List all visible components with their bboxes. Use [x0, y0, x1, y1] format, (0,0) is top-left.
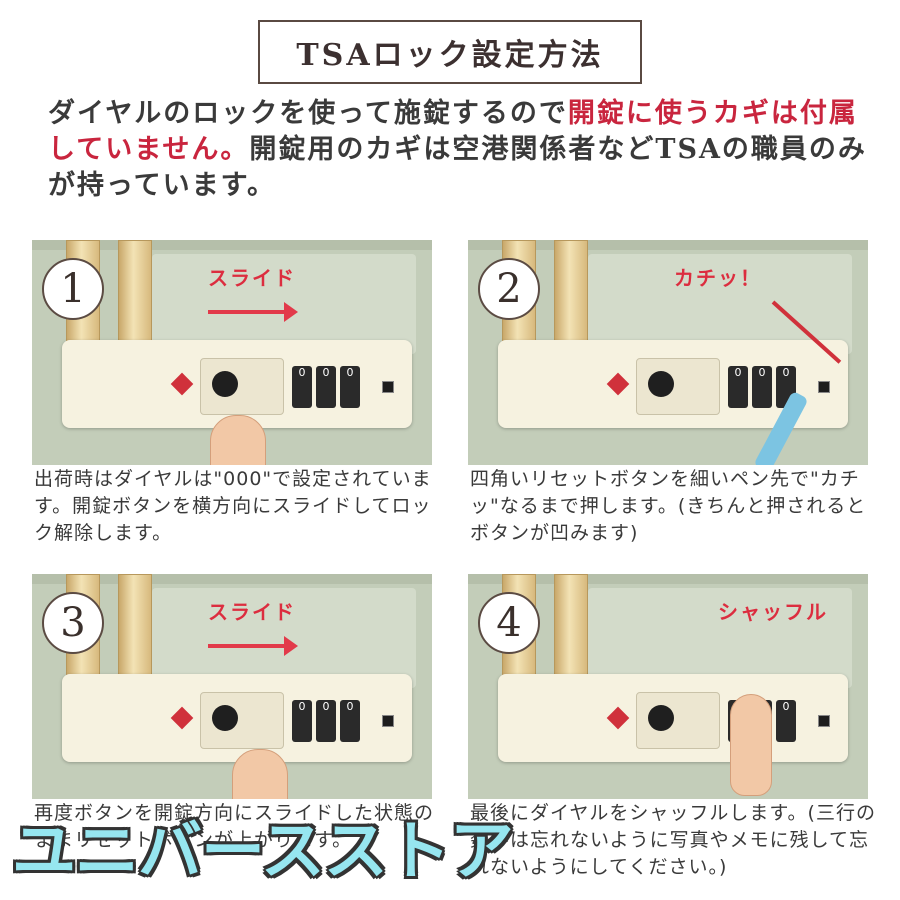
step-number: 1 [42, 258, 104, 320]
step-1-illustration: 0 0 0 1 スライド [32, 240, 432, 465]
reset-button-icon [818, 381, 830, 393]
step-2-caption: 四角いリセットボタンを細いペン先で"カチッ"なるまで押します。(きちんと押される… [470, 468, 867, 544]
right-arrow-icon [208, 636, 298, 656]
dial: 0 [340, 700, 360, 742]
intro-text: ダイヤルのロックを使って施錠するので開錠に使うカギは付属していません。開錠用のカ… [48, 96, 868, 204]
dial: 0 [340, 366, 360, 408]
finger-icon [730, 694, 772, 796]
dial: 0 [292, 700, 312, 742]
step-label: シャッフル [718, 600, 828, 624]
panel-strip [32, 240, 432, 250]
keyhole-icon [648, 371, 674, 397]
panel-strip [468, 574, 868, 584]
step-1-caption: 出荷時はダイヤルは"000"で設定されています。開錠ボタンを横方向にスライドして… [34, 468, 432, 544]
reset-button-icon [818, 715, 830, 727]
dial: 0 [776, 700, 796, 742]
reset-button-icon [382, 381, 394, 393]
dial: 0 [292, 366, 312, 408]
step-4-caption: 最後にダイヤルをシャッフルします。(三行の数字は忘れないように写真やメモに残して… [470, 802, 876, 878]
intro-part2: 開錠用のカギは空港関係者などTSAの職員のみが持っています。 [48, 134, 867, 201]
dial: 0 [316, 366, 336, 408]
dial: 0 [752, 366, 772, 408]
dial: 0 [316, 700, 336, 742]
step-2-illustration: 0 0 0 2 カチッ！ [468, 240, 868, 465]
panel-strip [32, 574, 432, 584]
step-label: スライド [208, 600, 296, 624]
intro-part1: ダイヤルのロックを使って施錠するので [48, 98, 568, 129]
right-arrow-icon [208, 302, 298, 322]
step-label: カチッ！ [674, 266, 762, 290]
store-watermark: ユニバースストア [12, 815, 514, 889]
page-title: TSAロック設定方法 [258, 20, 642, 84]
dial: 0 [728, 366, 748, 408]
reset-button-icon [382, 715, 394, 727]
step-number: 2 [478, 258, 540, 320]
panel-rail [588, 254, 852, 354]
finger-icon [210, 415, 266, 465]
intro-emphasis: 開錠に使うカギは付属していません。 [48, 98, 858, 165]
keyhole-icon [212, 705, 238, 731]
panel-strip [468, 240, 868, 250]
step-number: 3 [42, 592, 104, 654]
step-number: 4 [478, 592, 540, 654]
keyhole-icon [212, 371, 238, 397]
step-3-caption: 再度ボタンを開錠方向にスライドした状態のままリセットボタンが上がります。 [34, 802, 435, 851]
step-label: スライド [208, 266, 296, 290]
keyhole-icon [648, 705, 674, 731]
finger-icon [232, 749, 288, 799]
step-4-illustration: 0 0 0 4 シャッフル [468, 574, 868, 799]
step-3-illustration: 0 0 0 3 スライド [32, 574, 432, 799]
panel-rail [588, 588, 852, 688]
